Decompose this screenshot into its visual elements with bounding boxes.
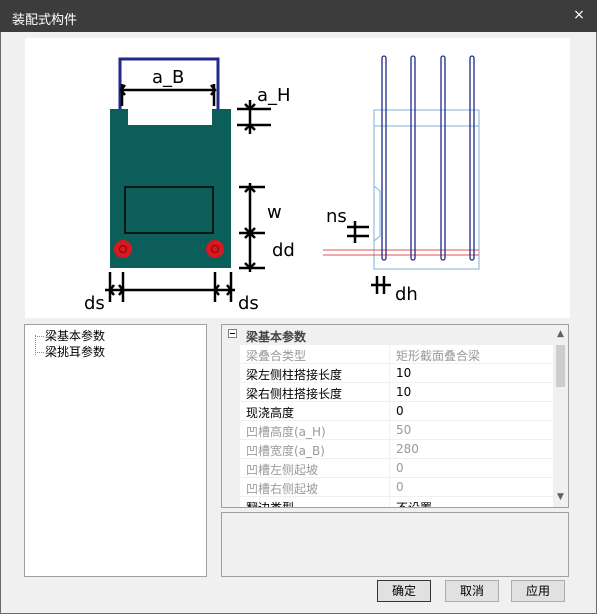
label-ns: ns	[326, 206, 347, 227]
vertical-scrollbar[interactable]: ▲ ▼	[553, 325, 568, 507]
rebar-right	[206, 240, 224, 258]
dim-ns	[347, 221, 369, 243]
label-a_H: a_H	[257, 85, 291, 106]
tree-item-basic[interactable]: 梁基本参数	[45, 329, 106, 343]
category-header[interactable]: 梁基本参数	[222, 325, 554, 345]
beam-section	[110, 57, 231, 268]
collapse-icon[interactable]	[228, 329, 237, 338]
rebar-left	[114, 240, 132, 258]
scroll-up-icon[interactable]: ▲	[557, 329, 564, 339]
window-title: 装配式构件	[12, 13, 78, 28]
label-ds-right: ds	[238, 293, 259, 314]
param-tree: 梁基本参数 梁挑耳参数	[24, 324, 207, 577]
apply-button[interactable]: 应用	[511, 580, 565, 602]
dim-a_H	[237, 100, 271, 134]
scroll-down-icon[interactable]: ▼	[557, 492, 564, 502]
top-groove	[128, 109, 212, 125]
description-panel	[221, 512, 569, 577]
tree-connector	[35, 335, 45, 355]
dim-ds	[105, 272, 235, 302]
title-bar: 装配式构件 ×	[0, 0, 597, 32]
close-icon[interactable]: ×	[573, 7, 585, 23]
dim-w-dd	[239, 183, 265, 272]
scroll-thumb[interactable]	[556, 345, 565, 387]
cancel-button[interactable]: 取消	[445, 580, 499, 602]
prop-row[interactable]: 梁叠合类型矩形截面叠合梁	[222, 345, 554, 364]
category-label: 梁基本参数	[246, 330, 307, 344]
label-dd: dd	[272, 240, 295, 261]
tree-item-ear[interactable]: 梁挑耳参数	[45, 345, 106, 359]
beam-elevation	[323, 55, 480, 270]
label-ds-left: ds	[84, 293, 105, 314]
dim-dh	[371, 276, 391, 294]
label-dh: dh	[395, 284, 418, 305]
prop-row[interactable]: 凹槽高度(a_H)50	[222, 421, 554, 440]
dim-a_B	[119, 84, 217, 106]
label-a_B: a_B	[152, 67, 184, 88]
prop-row[interactable]: 凹槽宽度(a_B)280	[222, 440, 554, 459]
section-opening	[124, 186, 214, 234]
beam-diagram: a_B a_H w dd ds ds	[84, 55, 480, 314]
beam-preview: a_B a_H w dd ds ds	[25, 38, 570, 318]
ok-button[interactable]: 确定	[377, 580, 431, 602]
prop-row[interactable]: 翻边类型不设置	[222, 497, 554, 507]
label-w: w	[267, 202, 282, 223]
stirrup-top	[118, 57, 220, 96]
